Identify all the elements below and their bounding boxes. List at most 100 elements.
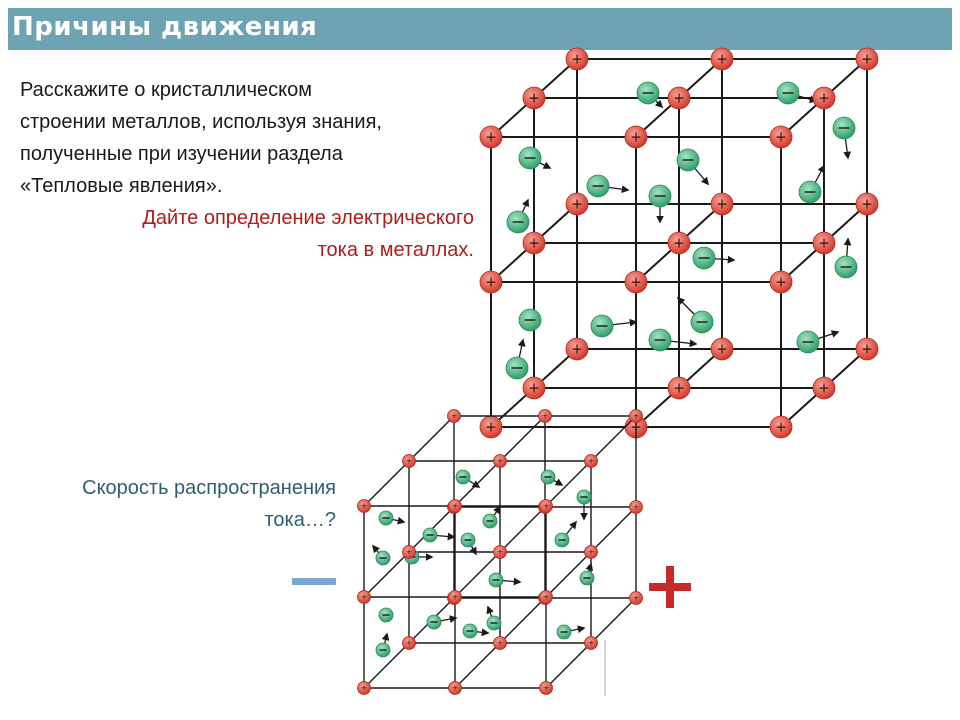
ion	[522, 86, 546, 110]
ion-plus-icon: +	[361, 592, 368, 602]
ion	[357, 681, 371, 695]
ion	[667, 86, 691, 110]
ion	[769, 415, 793, 439]
ion-plus-icon: +	[528, 381, 540, 397]
ion-plus-icon: +	[633, 502, 640, 512]
ion	[710, 47, 734, 71]
ion-plus-icon: +	[497, 547, 504, 557]
ions: +++++++++++++++++++++++++++	[357, 409, 643, 695]
ion	[624, 270, 648, 294]
ion-plus-icon: +	[673, 236, 685, 252]
ion	[447, 409, 461, 423]
ion	[710, 192, 734, 216]
speed-question-line-1: Скорость распространения	[82, 477, 336, 499]
intro-line-1: Расскажите о кристаллическом	[20, 79, 312, 101]
ion-plus-icon: +	[528, 91, 540, 107]
ion	[584, 545, 598, 559]
ion	[493, 545, 507, 559]
ion	[769, 270, 793, 294]
plate-edge	[604, 640, 606, 696]
ion-plus-icon: +	[497, 638, 504, 648]
ion-plus-icon: +	[543, 592, 550, 602]
ion-plus-icon: +	[818, 381, 830, 397]
ion	[493, 636, 507, 650]
ion	[565, 47, 589, 71]
slide-title: Причины движения	[12, 12, 318, 42]
ion-plus-icon: +	[775, 130, 787, 146]
ion-plus-icon: +	[861, 342, 873, 358]
ion-plus-icon: +	[633, 411, 640, 421]
ion-plus-icon: +	[775, 275, 787, 291]
ion	[812, 231, 836, 255]
ion-plus-icon: +	[588, 456, 595, 466]
ions: +++++++++++++++++++++++++++	[479, 47, 879, 439]
ion	[855, 192, 879, 216]
ion-plus-icon: +	[451, 411, 458, 421]
ion-plus-icon: +	[543, 501, 550, 511]
ion	[522, 376, 546, 400]
intro-line-4: «Тепловые явления».	[20, 175, 223, 197]
ion	[629, 500, 643, 514]
ion	[710, 337, 734, 361]
ion-plus-icon: +	[861, 197, 873, 213]
ion-plus-icon: +	[452, 592, 459, 602]
ion	[357, 499, 371, 513]
negative-terminal-sign	[292, 578, 336, 585]
ion	[855, 47, 879, 71]
ion	[538, 409, 552, 423]
ion	[667, 376, 691, 400]
ion	[565, 192, 589, 216]
ion	[629, 591, 643, 605]
definition-line-1: Дайте определение электрического	[142, 207, 474, 229]
ion-plus-icon: +	[716, 342, 728, 358]
positive-terminal-sign	[649, 566, 691, 608]
ion-plus-icon: +	[542, 411, 549, 421]
ion-plus-icon: +	[630, 275, 642, 291]
large-lattice: +++++++++++++++++++++++++++	[479, 47, 879, 439]
small-lattice: +++++++++++++++++++++++++++	[357, 409, 643, 695]
ion	[479, 270, 503, 294]
intro-text: Расскажите о кристаллическом строении ме…	[20, 74, 470, 202]
speed-question-line-2: тока…?	[264, 509, 337, 531]
intro-line-2: строении металлов, используя знания,	[20, 111, 382, 133]
electrons	[372, 469, 595, 658]
ion-plus-icon: +	[775, 420, 787, 436]
ion-plus-icon: +	[588, 638, 595, 648]
ion-plus-icon: +	[406, 638, 413, 648]
ion	[812, 376, 836, 400]
intro-line-3: полученные при изучении раздела	[20, 143, 343, 165]
ion-plus-icon: +	[497, 456, 504, 466]
ion	[402, 545, 416, 559]
ion	[402, 454, 416, 468]
ion	[479, 125, 503, 149]
ion	[624, 125, 648, 149]
ion-plus-icon: +	[485, 420, 497, 436]
definition-prompt: Дайте определение электрического тока в …	[40, 202, 474, 266]
ion-plus-icon: +	[485, 130, 497, 146]
ion	[357, 590, 371, 604]
ion-plus-icon: +	[485, 275, 497, 291]
ion-plus-icon: +	[571, 342, 583, 358]
ion-plus-icon: +	[452, 683, 459, 693]
title-bar: Причины движения	[8, 8, 952, 50]
ion	[584, 636, 598, 650]
ion	[629, 409, 643, 423]
speed-question: Скорость распространения тока…?	[20, 472, 336, 536]
ion	[448, 499, 462, 513]
ion	[812, 86, 836, 110]
ion-plus-icon: +	[571, 52, 583, 68]
ion-plus-icon: +	[716, 197, 728, 213]
ion	[493, 454, 507, 468]
ion-plus-icon: +	[528, 236, 540, 252]
electrons	[505, 81, 858, 380]
ion	[855, 337, 879, 361]
ion-plus-icon: +	[818, 91, 830, 107]
ion	[539, 590, 553, 604]
ion	[522, 231, 546, 255]
ion	[539, 499, 553, 513]
ion	[769, 125, 793, 149]
ion	[584, 454, 598, 468]
ion-plus-icon: +	[406, 456, 413, 466]
ion	[448, 681, 462, 695]
